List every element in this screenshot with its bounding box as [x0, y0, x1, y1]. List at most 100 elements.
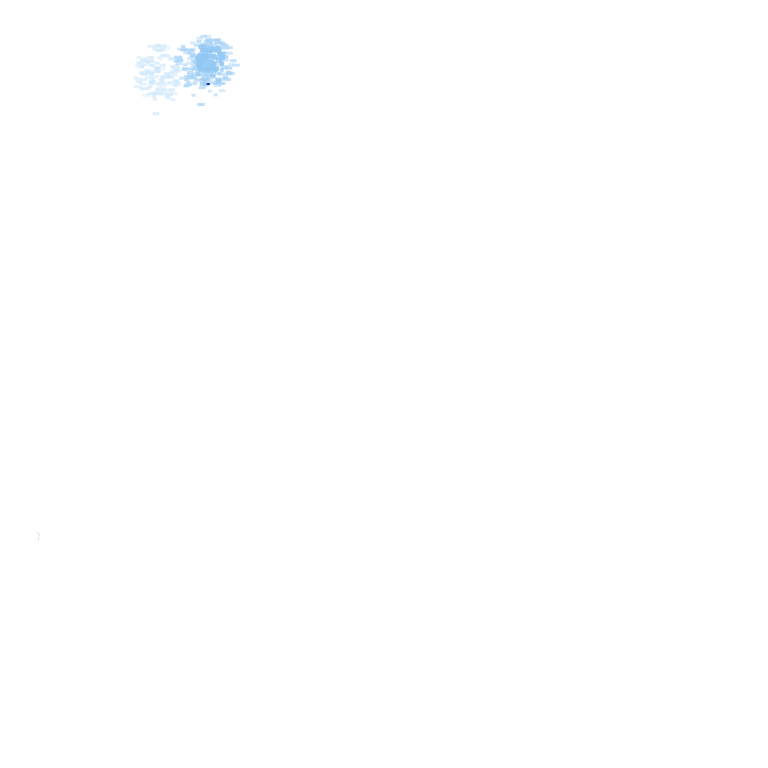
echo-pixel	[161, 44, 167, 48]
echo-pixel	[213, 84, 222, 88]
echo-pixel	[225, 51, 233, 55]
echo-pixel	[168, 89, 172, 93]
echo-pixel	[170, 65, 176, 68]
echo-pixel	[182, 63, 188, 67]
echo-pixel	[155, 61, 160, 65]
echo-pixel	[220, 67, 224, 72]
echo-pixel	[140, 58, 148, 62]
echo-pixel	[219, 51, 226, 56]
echo-pixel	[209, 43, 216, 47]
echo-pixel	[221, 42, 226, 46]
echo-pixel	[198, 86, 206, 90]
echo-pixel	[147, 60, 152, 64]
echo-pixel	[170, 98, 176, 101]
echo-pixel	[209, 38, 214, 42]
echo-pixel	[182, 68, 187, 72]
echo-pixel	[136, 56, 142, 59]
echo-pixel	[225, 65, 231, 69]
echo-pixel	[202, 47, 208, 52]
echo-pixel	[37, 532, 39, 535]
echo-pixel	[203, 83, 210, 87]
echo-pixel	[193, 81, 198, 85]
echo-pixel	[173, 79, 180, 83]
echo-pixel	[159, 79, 164, 83]
echo-trace-southwest	[37, 532, 41, 540]
echo-pixel	[170, 73, 178, 77]
echo-pixel	[151, 78, 155, 81]
echo-pixel	[190, 47, 196, 51]
echo-pixel	[159, 84, 164, 88]
echo-pixel	[148, 81, 156, 85]
echo-pixel	[174, 55, 183, 59]
echo-pixel	[199, 78, 206, 83]
echo-pixel	[169, 70, 175, 74]
echo-pixel	[198, 67, 206, 72]
echo-pixel	[168, 88, 174, 92]
echo-pixel	[155, 43, 161, 47]
precipitation-echoes	[37, 34, 240, 540]
echo-pixel	[206, 83, 210, 85]
echo-pixel	[160, 48, 167, 52]
echo-pixel	[160, 92, 167, 96]
echo-pixel	[203, 34, 211, 38]
echo-pixel	[188, 49, 195, 53]
echo-pixel	[186, 61, 195, 65]
echo-pixel	[195, 72, 201, 77]
echo-pixel	[172, 84, 178, 88]
echo-pixel	[183, 74, 191, 78]
echo-pixel	[205, 73, 210, 77]
echo-pixel	[190, 68, 196, 72]
echo-pixel	[180, 45, 186, 48]
echo-pixel	[196, 54, 203, 59]
echo-pixel	[170, 70, 174, 74]
echo-pixel	[146, 92, 151, 96]
echo-pixel	[205, 58, 213, 63]
echo-pixel	[206, 49, 211, 53]
echo-pixel	[222, 78, 232, 82]
echo-pixel	[175, 69, 181, 73]
echo-pixel	[197, 103, 205, 106]
echo-pixel	[151, 78, 156, 82]
echo-pixel	[215, 72, 221, 76]
echo-pixel	[205, 41, 214, 45]
echo-pixel	[155, 49, 163, 53]
echo-pixel	[156, 85, 161, 89]
echo-pixel	[161, 67, 166, 71]
echo-pixel	[136, 61, 142, 65]
echo-pixel	[220, 65, 228, 69]
echo-pixel	[159, 81, 165, 85]
echo-pixel	[167, 81, 174, 85]
echo-pixel	[199, 34, 207, 38]
echo-pixel	[138, 80, 143, 84]
echo-pixel	[210, 47, 216, 52]
echo-pixel	[160, 77, 166, 81]
echo-pixel	[221, 46, 229, 50]
echo-pixel	[196, 36, 204, 40]
echo-pixel	[190, 41, 196, 45]
echo-pixel	[149, 92, 157, 95]
echo-pixel	[193, 78, 200, 82]
echo-pixel	[189, 55, 195, 58]
echo-pixel	[157, 56, 163, 60]
echo-pixel	[196, 60, 202, 65]
echo-pixel	[203, 39, 212, 43]
echo-pixel	[149, 81, 155, 85]
echo-pixel	[187, 51, 196, 55]
echo-pixel	[213, 81, 220, 85]
echo-pixel	[225, 66, 233, 70]
echo-pixel	[162, 54, 170, 58]
echo-pixel	[144, 59, 149, 63]
echo-pixel	[162, 63, 166, 67]
echo-pixel	[174, 68, 179, 72]
echo-pixel	[199, 57, 205, 62]
echo-pixel	[156, 82, 161, 86]
echo-pixel	[175, 81, 181, 85]
echo-pixel	[196, 40, 202, 43]
echo-pixel	[201, 76, 210, 80]
echo-pixel	[207, 89, 213, 93]
echo-pixel	[159, 63, 165, 67]
echo-pixel	[179, 76, 185, 80]
echo-pixel	[175, 64, 179, 68]
echo-pixel	[223, 75, 228, 79]
